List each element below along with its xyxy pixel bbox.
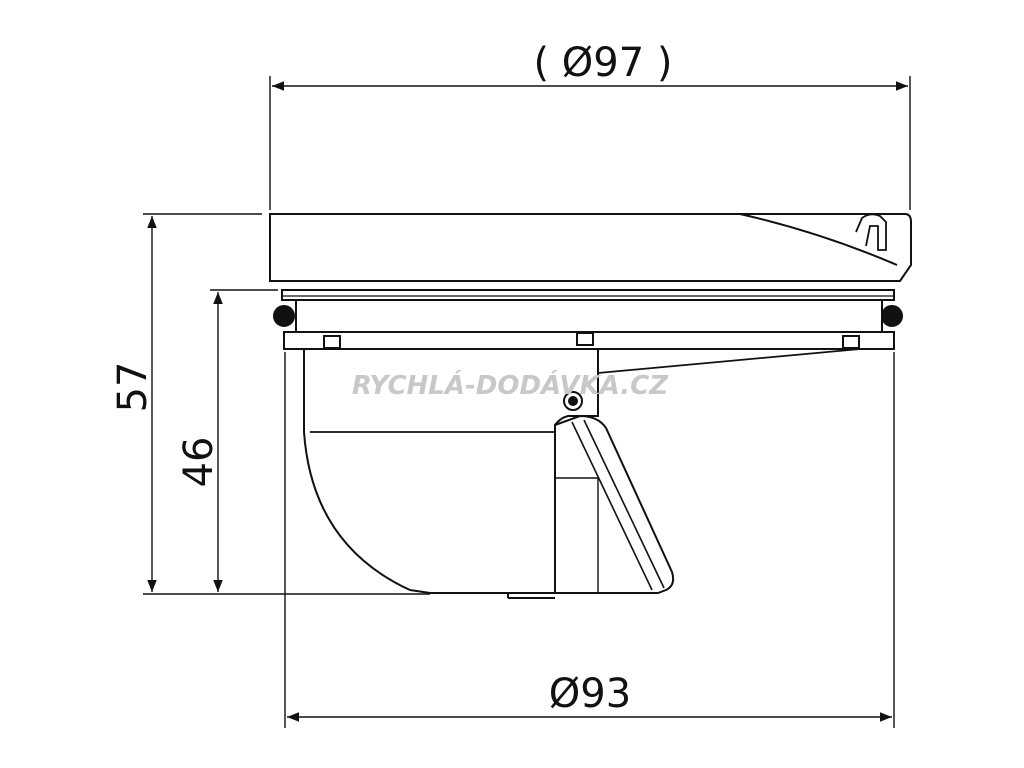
body-height-label: 46 [176, 437, 222, 488]
flange-ring [281, 289, 895, 301]
dimension-lines [143, 76, 911, 728]
cover-plate [269, 213, 912, 282]
bottom-diameter-label: Ø93 [549, 671, 631, 717]
top-diameter-label: ( Ø97 ) [533, 40, 672, 86]
o-ring-left [273, 305, 295, 327]
total-height-label: 57 [110, 362, 156, 413]
watermark-text: RYCHLÁ-DODÁVKA.CZ [352, 369, 669, 401]
siphon-body [303, 348, 599, 594]
tab-mid [576, 332, 594, 346]
tab-right [842, 335, 860, 349]
o-ring-right [881, 305, 903, 327]
outlet-flap [554, 414, 675, 594]
tab-left [323, 335, 341, 349]
cover-clip [855, 213, 887, 251]
pivot-inner [568, 396, 578, 406]
drain-body [269, 213, 912, 599]
flange-band [295, 299, 883, 333]
cover-slope-line [739, 213, 898, 266]
